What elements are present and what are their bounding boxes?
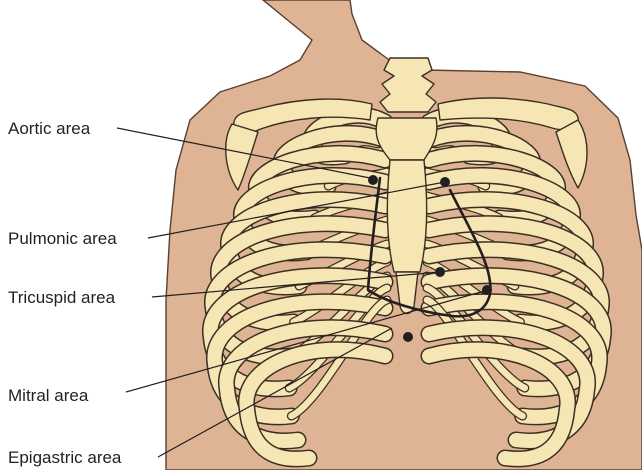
epigastric-point <box>403 332 413 342</box>
tricuspid-point <box>435 267 445 277</box>
epigastric-area-label: Epigastric area <box>8 448 122 467</box>
pulmonic-area-label: Pulmonic area <box>8 229 117 248</box>
cervical-spine <box>380 58 436 112</box>
aortic-area-label: Aortic area <box>8 119 91 138</box>
aortic-point <box>368 175 378 185</box>
mitral-area-label: Mitral area <box>8 386 89 405</box>
tricuspid-area-label: Tricuspid area <box>8 288 116 307</box>
manubrium <box>376 118 437 160</box>
sternum <box>387 160 426 272</box>
pulmonic-point <box>440 177 450 187</box>
mitral-point <box>482 285 492 295</box>
